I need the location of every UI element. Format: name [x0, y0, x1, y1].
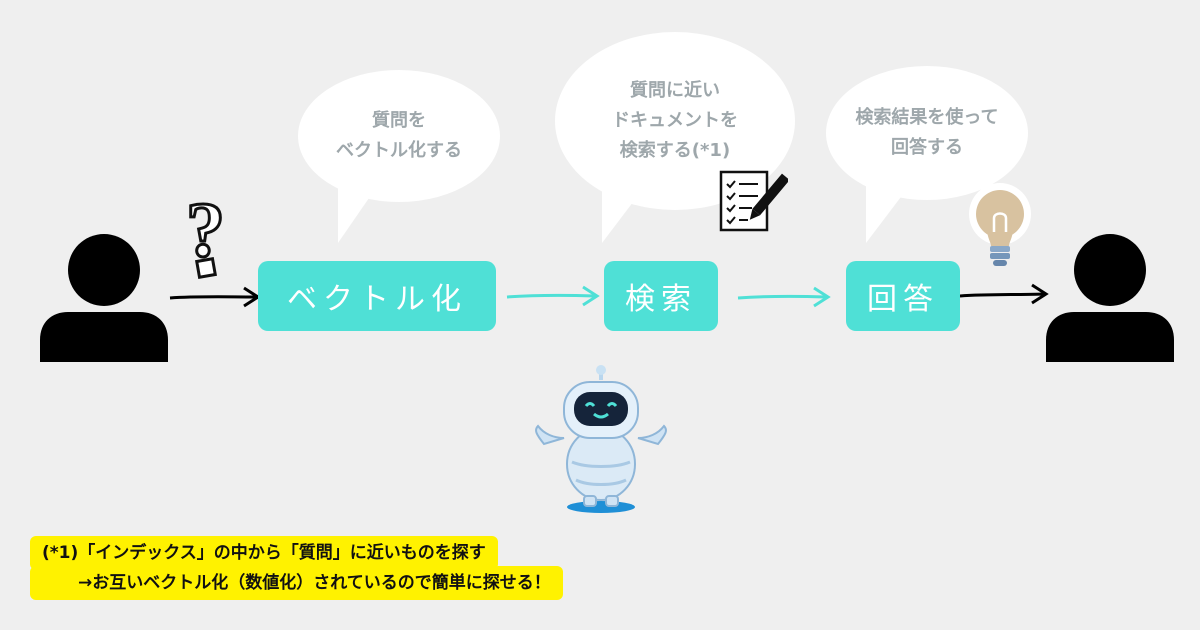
user-icon	[1046, 234, 1174, 362]
arrow-user-to-vectorize	[169, 286, 261, 308]
speech-bubble-answer-tail	[866, 185, 910, 243]
checklist-pen-icon	[719, 170, 788, 232]
step-answer-label: 回答	[867, 282, 939, 317]
footnote-line-1-text: (*1)「インデックス」の中から「質問」に近いものを探す	[42, 543, 486, 563]
lightbulb-icon	[969, 183, 1031, 266]
footnote-line-2-text: →お互いベクトル化（数値化）されているので簡単に探せる！	[78, 573, 551, 593]
speech-bubble-vectorize-tail	[338, 185, 378, 243]
speech-bubble-vectorize: 質問を ベクトル化する	[298, 70, 500, 202]
step-search-label: 検索	[625, 282, 697, 317]
speech-bubble-search-text: 質問に近い ドキュメントを 検索する(*1)	[612, 80, 738, 161]
speech-bubble-search-tail	[602, 185, 646, 243]
footnote-line-1: (*1)「インデックス」の中から「質問」に近いものを探す	[30, 536, 498, 570]
step-search: 検索	[604, 261, 718, 331]
speech-bubble-answer-text: 検索結果を使って 回答する	[855, 107, 999, 158]
arrow-vectorize-to-search	[506, 285, 600, 307]
arrow-answer-to-user	[959, 283, 1049, 305]
arrow-search-to-answer	[737, 286, 831, 308]
speech-bubble-vectorize-text: 質問を ベクトル化する	[336, 110, 462, 161]
step-answer: 回答	[846, 261, 960, 331]
step-vectorize: ベクトル化	[258, 261, 496, 331]
step-vectorize-label: ベクトル化	[287, 282, 467, 317]
question-mark-icon: ?	[185, 188, 227, 280]
user-icon	[40, 234, 168, 362]
speech-bubble-search: 質問に近い ドキュメントを 検索する(*1)	[555, 32, 795, 210]
speech-bubble-answer: 検索結果を使って 回答する	[826, 66, 1028, 200]
footnote-line-2: →お互いベクトル化（数値化）されているので簡単に探せる！	[30, 566, 563, 600]
robot-icon	[535, 365, 667, 513]
